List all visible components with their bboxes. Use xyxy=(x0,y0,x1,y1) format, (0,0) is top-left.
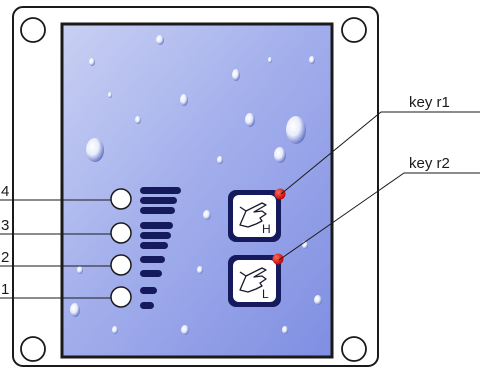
level-bar xyxy=(140,222,173,229)
mounting-hole-bottom-right xyxy=(341,336,367,362)
level-bars xyxy=(140,187,181,309)
level-lamp-3 xyxy=(110,222,132,244)
key-r2-letter: L xyxy=(262,287,269,301)
level-lamp-1 xyxy=(110,286,132,308)
level-lamp-4 xyxy=(110,188,132,210)
water-droplets xyxy=(70,35,322,335)
level-label-4: 4 xyxy=(1,183,9,200)
key-r1-button[interactable]: H xyxy=(228,188,286,243)
callout-leaders xyxy=(278,111,480,261)
level-bar xyxy=(140,232,171,239)
level-bar xyxy=(140,256,165,263)
level-label-2: 2 xyxy=(1,249,9,266)
level-label-1: 1 xyxy=(1,281,9,298)
level-bar xyxy=(140,187,181,194)
level-bar xyxy=(140,242,168,249)
level-bar xyxy=(140,302,154,309)
level-bar xyxy=(140,197,177,204)
hand-press-icon xyxy=(239,267,267,293)
level-bar xyxy=(140,270,162,277)
callout-key-r2: key r2 xyxy=(409,155,450,172)
mounting-hole-bottom-left xyxy=(20,336,46,362)
key-r1-indicator xyxy=(274,188,286,200)
level-bar xyxy=(140,287,157,294)
level-bar xyxy=(140,207,175,214)
key-r2-button[interactable]: L xyxy=(228,253,284,308)
hand-press-icon xyxy=(239,202,267,228)
level-lamp-2 xyxy=(110,254,132,276)
key-r1-letter: H xyxy=(262,222,271,236)
key-r2-indicator xyxy=(272,253,284,265)
level-label-3: 3 xyxy=(1,217,9,234)
display-panel xyxy=(60,22,334,359)
callout-key-r1: key r1 xyxy=(409,94,450,111)
level-leaders xyxy=(0,199,111,299)
mounting-hole-top-right xyxy=(341,17,367,43)
mounting-hole-top-left xyxy=(20,17,46,43)
level-lamps xyxy=(110,188,132,308)
